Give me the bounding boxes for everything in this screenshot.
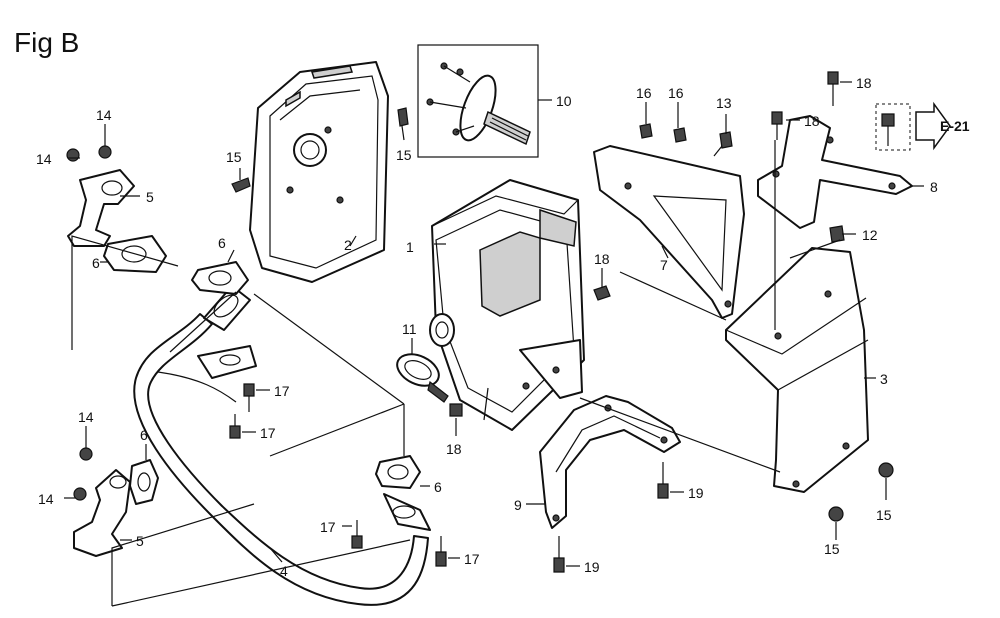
callout-16-a[interactable]: 16 [636, 85, 652, 101]
callout-6-upper-left[interactable]: 6 [92, 255, 100, 271]
callout-labels: 1 2 3 4 5 5 6 6 6 6 7 8 9 10 11 12 13 14… [36, 75, 938, 579]
callout-5-lower[interactable]: 5 [136, 533, 144, 549]
reference-e21[interactable]: E-21 [915, 101, 970, 151]
part-2-muffler-cover [249, 61, 389, 283]
callout-14-a[interactable]: 14 [36, 151, 52, 167]
part-10-inset [417, 44, 539, 158]
gasket-6-right [375, 455, 421, 489]
callout-17-a[interactable]: 17 [274, 383, 290, 399]
callout-18-d[interactable]: 18 [446, 441, 462, 457]
callout-16-b[interactable]: 16 [668, 85, 684, 101]
callout-4[interactable]: 4 [280, 563, 288, 579]
fasteners [66, 71, 895, 573]
callout-17-b[interactable]: 17 [260, 425, 276, 441]
callout-9[interactable]: 9 [514, 497, 522, 513]
part-8-bracket [757, 115, 913, 229]
callout-13[interactable]: 13 [716, 95, 732, 111]
callout-19-b[interactable]: 19 [584, 559, 600, 575]
callout-3[interactable]: 3 [880, 371, 888, 387]
callout-18-c[interactable]: 18 [594, 251, 610, 267]
callout-10[interactable]: 10 [556, 93, 572, 109]
callout-18-b[interactable]: 18 [804, 113, 820, 129]
reference-label: E-21 [940, 118, 970, 134]
callout-17-d[interactable]: 17 [464, 551, 480, 567]
callout-14-d[interactable]: 14 [38, 491, 54, 507]
callout-19-a[interactable]: 19 [688, 485, 704, 501]
callout-14-b[interactable]: 14 [96, 107, 112, 123]
callout-15-a[interactable]: 15 [226, 149, 242, 165]
gasket-6-lower-left [129, 459, 159, 505]
callout-6-lower-left[interactable]: 6 [140, 427, 148, 443]
callout-8[interactable]: 8 [930, 179, 938, 195]
callout-7[interactable]: 7 [660, 257, 668, 273]
part-4-exhaust-pipe [133, 285, 431, 606]
part-9-stay [539, 395, 681, 529]
callout-17-c[interactable]: 17 [320, 519, 336, 535]
callout-18-a[interactable]: 18 [856, 75, 872, 91]
callout-14-c[interactable]: 14 [78, 409, 94, 425]
part-11-clamp [396, 353, 449, 403]
assembly-lines [71, 103, 911, 607]
elbow-5-lower [73, 469, 131, 557]
figure-title: Fig B [14, 27, 79, 58]
callout-15-d[interactable]: 15 [824, 541, 840, 557]
callout-15-c[interactable]: 15 [876, 507, 892, 523]
callout-5-upper[interactable]: 5 [146, 189, 154, 205]
callout-2[interactable]: 2 [344, 237, 352, 253]
callout-6-center[interactable]: 6 [218, 235, 226, 251]
callout-15-b[interactable]: 15 [396, 147, 412, 163]
callout-6-right[interactable]: 6 [434, 479, 442, 495]
part-3-heat-shield [725, 247, 869, 493]
callout-leaders [64, 81, 924, 567]
callout-11[interactable]: 11 [402, 321, 417, 337]
part-7-bracket [593, 145, 745, 319]
part-1-muffler [429, 179, 585, 431]
callout-1[interactable]: 1 [406, 239, 414, 255]
callout-12[interactable]: 12 [862, 227, 878, 243]
elbow-5-upper [67, 169, 135, 247]
gasket-6-center [191, 261, 249, 295]
